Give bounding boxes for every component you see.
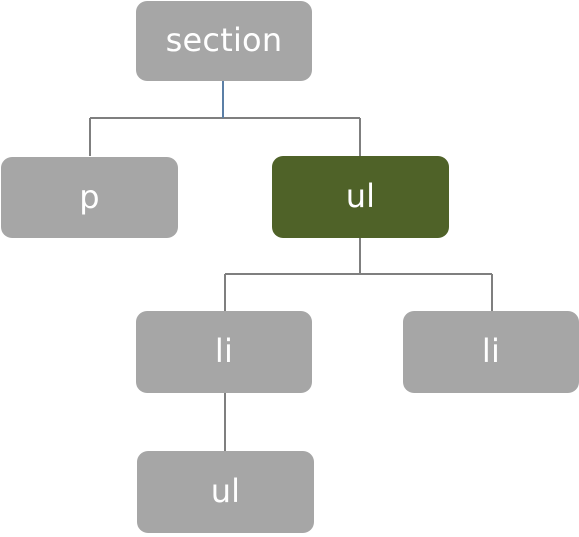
node-li-right: li xyxy=(403,311,579,393)
connector-section-children xyxy=(89,81,361,156)
node-li-left-label: li xyxy=(214,332,234,370)
node-section-label: section xyxy=(165,21,283,59)
node-li-left: li xyxy=(136,311,312,393)
connector-ul-children xyxy=(224,238,493,311)
node-ul-selected-label: ul xyxy=(345,177,376,215)
node-section: section xyxy=(136,1,312,81)
node-ul-child: ul xyxy=(137,451,314,533)
node-ul-selected: ul xyxy=(272,156,449,238)
node-p: p xyxy=(1,157,178,238)
node-ul-child-label: ul xyxy=(210,472,241,510)
node-p-label: p xyxy=(79,177,100,216)
node-li-right-label: li xyxy=(481,332,501,370)
